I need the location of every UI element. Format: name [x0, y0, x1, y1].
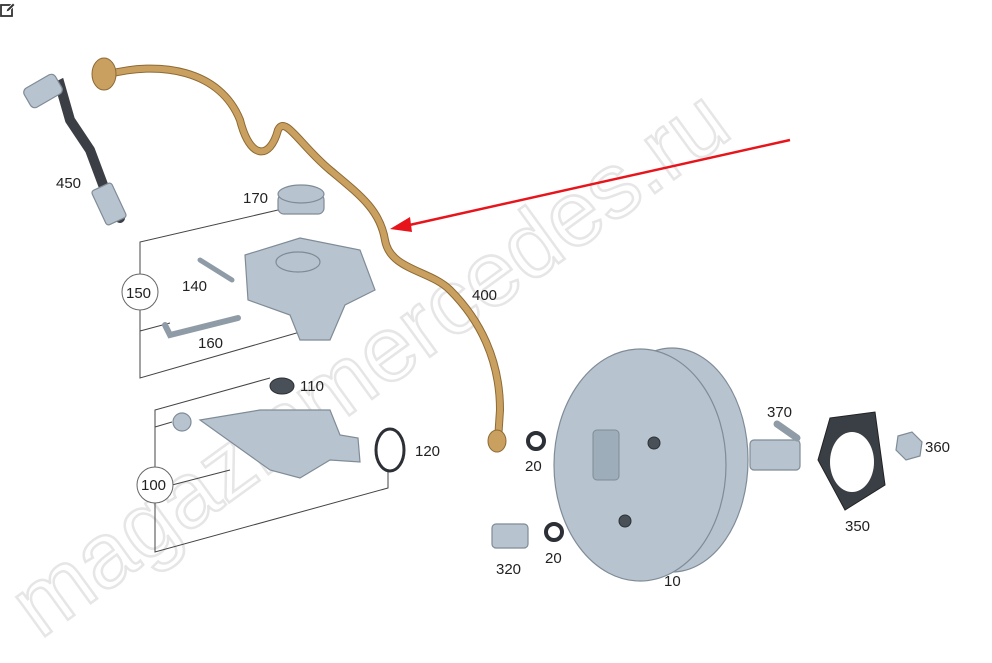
pointer-arrow — [390, 138, 791, 232]
label-350: 350 — [845, 518, 870, 535]
label-110: 110 — [300, 378, 324, 395]
grommet-110[interactable] — [269, 377, 295, 395]
seal-20-lower[interactable] — [544, 522, 564, 542]
label-100: 100 — [141, 477, 166, 494]
brake-booster-10[interactable] — [553, 347, 801, 582]
label-140: 140 — [182, 278, 207, 295]
fluid-reservoir[interactable] — [244, 237, 376, 341]
callout-circle-100 — [136, 466, 174, 504]
label-360: 360 — [925, 439, 950, 456]
reservoir-cap-170[interactable] — [277, 184, 325, 215]
sensor-320[interactable] — [491, 523, 529, 549]
label-120: 120 — [415, 443, 440, 460]
label-10: 10 — [664, 573, 681, 590]
seal-20-upper[interactable] — [526, 431, 546, 451]
brake-line-400[interactable] — [91, 57, 507, 453]
label-20-lower: 20 — [545, 550, 562, 567]
master-cylinder-100[interactable] — [172, 409, 361, 479]
edit-icon[interactable] — [0, 2, 16, 18]
connector-160[interactable] — [162, 315, 241, 339]
bolt-370[interactable] — [773, 420, 801, 442]
label-150: 150 — [126, 285, 151, 302]
label-170: 170 — [243, 190, 268, 207]
label-160: 160 — [198, 335, 223, 352]
pin-140[interactable] — [197, 257, 235, 283]
label-450: 450 — [56, 175, 81, 192]
label-400: 400 — [472, 287, 497, 304]
label-370: 370 — [767, 404, 792, 421]
o-ring-120[interactable] — [374, 427, 406, 473]
gasket-350[interactable] — [817, 411, 886, 511]
label-320: 320 — [496, 561, 521, 578]
callout-circle-150 — [121, 273, 159, 311]
brake-hose-450[interactable] — [22, 72, 127, 226]
nut-360[interactable] — [895, 431, 923, 461]
label-20-upper: 20 — [525, 458, 542, 475]
